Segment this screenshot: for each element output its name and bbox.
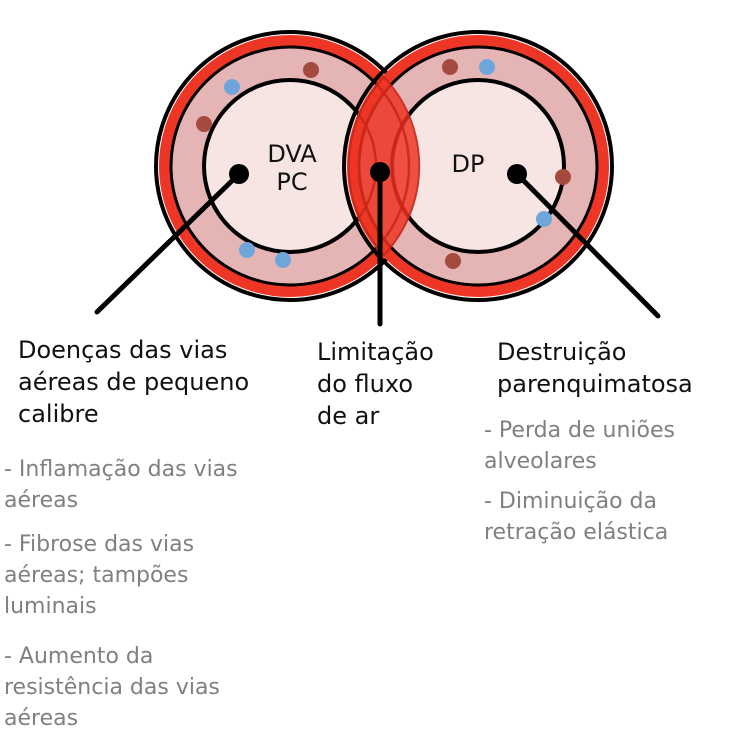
anchor-dot-center	[370, 162, 390, 182]
brown-dot	[303, 62, 319, 78]
anchor-dot-right	[507, 164, 527, 184]
left-item-resistance: - Aumento da resistência das vias aéreas	[4, 644, 220, 731]
right-callout-title: Destruição parenquimatosa	[497, 338, 693, 398]
blue-dot	[275, 252, 291, 268]
brown-dot	[555, 169, 571, 185]
brown-dot	[196, 116, 212, 132]
blue-dot	[224, 79, 240, 95]
center-callout-title: Limitação do fluxo de ar	[317, 338, 434, 430]
leader-line-left	[94, 171, 242, 315]
anchor-dots	[229, 162, 527, 184]
right-circle-label-dp: DP	[452, 150, 485, 178]
left-circle-label-dva: DVA	[267, 140, 317, 168]
blue-dot	[479, 59, 495, 75]
right-item-elastic-recoil: - Diminuição da retração elástica	[484, 489, 669, 545]
brown-dot	[445, 253, 461, 269]
leader-lines	[94, 169, 661, 327]
anchor-dot-left	[229, 164, 249, 184]
left-circle-label-pc: PC	[276, 168, 307, 196]
blue-dot	[536, 211, 552, 227]
blue-dot	[239, 242, 255, 258]
left-item-inflammation: - Inflamação das vias aéreas	[4, 457, 238, 513]
right-item-alveolar-loss: - Perda de uniões alveolares	[484, 418, 675, 474]
right-parenchyma-circle	[342, 30, 614, 302]
left-callout-title: Doenças das vias aéreas de pequeno calib…	[18, 336, 250, 428]
brown-dot	[442, 59, 458, 75]
leader-line-right	[514, 171, 661, 319]
left-item-fibrosis: - Fibrose das vias aéreas; tampões lumin…	[4, 532, 195, 619]
wall-dots	[196, 59, 571, 269]
